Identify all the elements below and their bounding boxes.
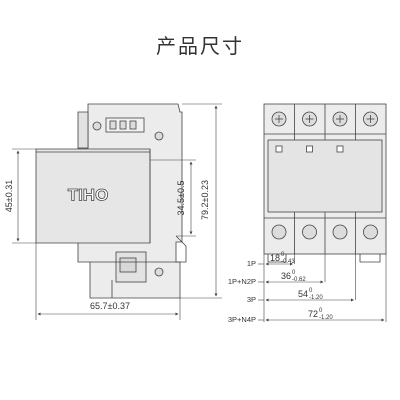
width-value-1p: 18: [270, 253, 280, 263]
dim-total-height: 79.2±0.23: [200, 180, 210, 220]
config-label-1p: 1P: [247, 259, 256, 268]
side-view: [35, 103, 187, 299]
dim-depth: 65.7±0.37: [90, 301, 130, 311]
top-screw-left: [92, 121, 102, 131]
width-tol-lower-1p-n2p: -0.62: [292, 277, 306, 283]
width-tol-upper-1p: 0: [281, 252, 285, 258]
config-label-3p: 3P: [247, 295, 256, 304]
width-tol-lower-1p: -0.43: [281, 259, 295, 265]
side-view-top-ledge: [77, 111, 89, 149]
width-value-3p: 54: [298, 289, 308, 299]
width-tol-lower-3p-n4p: -1.20: [319, 315, 333, 321]
config-label-1p-n2p: 1P+N2P: [228, 277, 256, 286]
top-screw-right: [154, 131, 164, 141]
front-bottom-screws: [271, 224, 378, 240]
width-tol-upper-3p: 0: [309, 288, 313, 294]
width-tol-upper-1p-n2p: 0: [292, 270, 296, 276]
width-tol-lower-3p: -1.20: [309, 295, 323, 301]
page-title: 产品尺寸: [156, 36, 244, 58]
din-clip: [175, 235, 187, 263]
width-value-1p-n2p: 36: [281, 271, 291, 281]
width-tol-upper-3p-n4p: 0: [319, 308, 323, 314]
indicator-windows: [275, 145, 344, 153]
width-value-3p-n4p: 72: [308, 309, 318, 319]
brand-logo: TIHO: [68, 185, 109, 204]
config-label-3p-n4p: 3P+N4P: [228, 315, 256, 324]
dim-mid-height: 34.5±0.5: [176, 181, 186, 216]
dim-height-45: 45±0.31: [4, 180, 14, 212]
